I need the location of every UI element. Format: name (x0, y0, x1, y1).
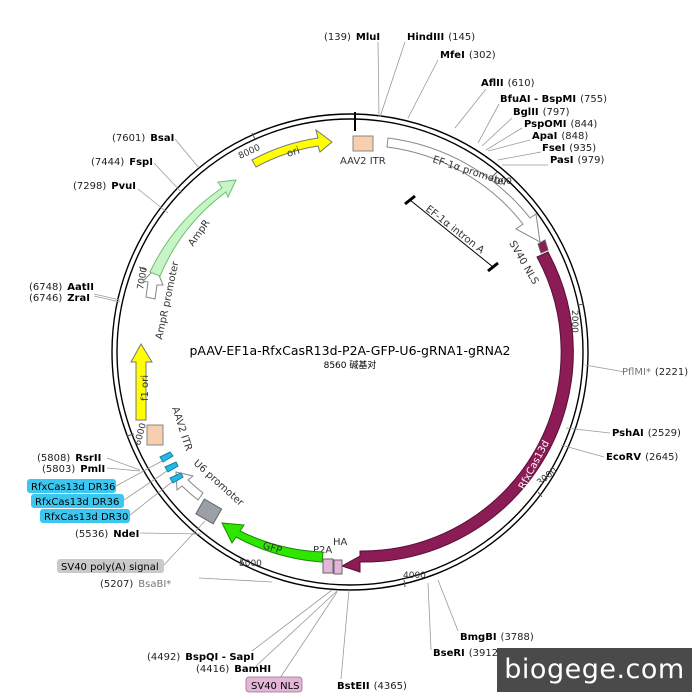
site-pvui: (7298)PvuI (73, 181, 136, 192)
u6-promoter-arrow (175, 471, 204, 501)
site-mfei: MfeI(302) (440, 50, 496, 61)
tick-label-7000: 7000 (136, 266, 150, 291)
ampr-promoter-feature (141, 267, 164, 300)
aav2-itr-top-label: AAV2 ITR (340, 156, 386, 167)
rfxcas13d-feature (340, 251, 574, 573)
site-pmli: (5803)PmlI (42, 464, 105, 475)
site-bsai: (7601)BsaI (112, 133, 174, 144)
site-beri: BseRI(3912) (433, 648, 502, 659)
callout-sv40-nls-text: SV40 NLS (251, 681, 300, 692)
site-aflii: AflII(610) (481, 78, 535, 89)
dr30-feature (169, 472, 184, 484)
callout-sv40-nls: SV40 NLS (245, 676, 303, 693)
callout-dr36-a: RfxCas13d DR36 (27, 479, 116, 493)
callout-sv40-polya: SV40 poly(A) signal (57, 559, 164, 573)
site-bsteii: BstEII(4365) (337, 681, 407, 692)
site-fsei: FseI(935) (542, 143, 596, 154)
callout-leader-lines (115, 460, 338, 685)
ha-label: HA (333, 537, 348, 548)
ef1a-intron-end-cap (487, 261, 499, 273)
site-bglii: BglII(797) (513, 107, 570, 118)
site-pflmi: PflMI*(2221) (622, 367, 688, 378)
site-aatii: (6748)AatII (29, 282, 94, 293)
callout-sv40-polya-text: SV40 poly(A) signal (61, 562, 159, 573)
gfp-feature (221, 522, 324, 563)
site-hindiii: HindIII(145) (407, 32, 475, 43)
callout-dr36-a-text: RfxCas13d DR36 (31, 482, 115, 493)
p2a-feature (322, 558, 334, 574)
ef1a-intron-line (409, 199, 494, 268)
u6-promoter-label: U6 promoter (191, 458, 246, 509)
aav2-itr-left-feature (146, 424, 164, 446)
backbone-inner-circle (116, 118, 584, 586)
site-ndei: (5536)NdeI (75, 529, 139, 540)
site-bamhi: (4416)BamHI (196, 664, 271, 675)
f1-ori-label: f1 ori (140, 375, 151, 401)
site-apai: ApaI(848) (532, 131, 588, 142)
callout-dr30-text: RfxCas13d DR30 (44, 512, 128, 523)
dr36-a-feature (159, 451, 174, 463)
ef1a-intron-label: EF-1α intron A (423, 204, 486, 257)
callout-dr36-b: RfxCas13d DR36 (31, 494, 124, 508)
site-pspomi: PspOMI(844) (524, 119, 597, 130)
gfp-label: GFP (261, 540, 283, 556)
site-bfuai-bspmi: BfuAI - BspMI(755) (500, 94, 607, 105)
tick-marks (126, 112, 585, 588)
sv40-nls-top-feature (537, 239, 549, 254)
sv40-nls-top-label: SV40 NLS (506, 239, 540, 287)
f1-ori-feature (130, 343, 153, 421)
site-bspqi-sapi: (4492)BspQI - SapI (147, 652, 254, 663)
tick-label-1000: 1000 (489, 177, 512, 187)
site-leader-lines (93, 41, 626, 680)
aav2-itr-top-feature (352, 135, 374, 152)
site-mlui: (139)MluI (324, 32, 380, 43)
plasmid-length: 8560 碱基对 (324, 359, 377, 371)
ef1a-promoter-feature (386, 137, 541, 243)
backbone-outer-circle (111, 113, 589, 591)
p2a-label: P2A (313, 545, 332, 556)
tick-label-2000: 2000 (569, 310, 579, 333)
tick-label-4000: 4000 (403, 571, 426, 581)
site-rsrii: (5808)RsrII (37, 453, 101, 464)
ampr-feature (149, 179, 237, 277)
tick-label-5000: 5000 (239, 559, 262, 569)
site-fspi: (7444)FspI (91, 157, 153, 168)
site-bsabi: (5207)BsaBI* (100, 579, 171, 590)
dr36-b-feature (164, 461, 179, 473)
plasmid-name: pAAV-EF1a-RfxCasR13d-P2A-GFP-U6-gRNA1-gR… (189, 343, 510, 358)
site-pasi: PasI(979) (550, 155, 604, 166)
ori-label: ori (286, 145, 302, 159)
u6-promoter-box (195, 498, 223, 525)
callout-dr36-b-text: RfxCas13d DR36 (35, 497, 119, 508)
watermark-background (497, 648, 692, 692)
watermark-text: biogege.com (504, 654, 685, 685)
site-ecorv: EcoRV(2645) (606, 452, 678, 463)
aav2-itr-left-label: AAV2 ITR (169, 406, 194, 453)
callout-dr30: RfxCas13d DR30 (40, 509, 130, 523)
site-zrai: (6746)ZraI (29, 293, 90, 304)
site-bmgbi: BmgBI(3788) (460, 632, 534, 643)
ef1a-intron-start-cap (404, 194, 416, 206)
site-pshai: PshAI(2529) (612, 428, 681, 439)
ori-feature (251, 128, 333, 168)
ha-feature (333, 559, 343, 575)
